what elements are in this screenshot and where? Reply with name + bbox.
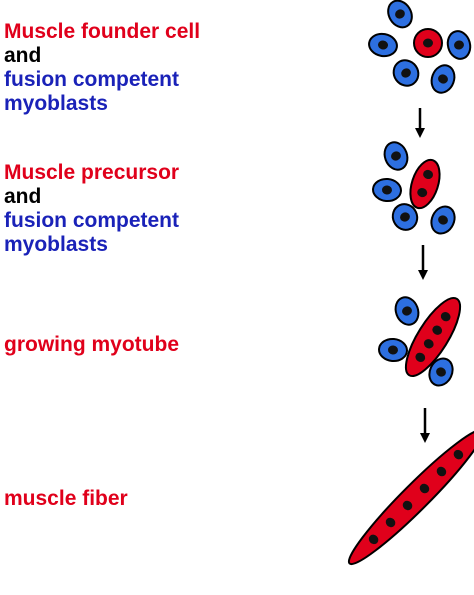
- stage-2-line-4: myoblasts: [4, 233, 108, 256]
- myoblast-cell: [391, 203, 419, 231]
- myoblast-cell: [430, 64, 456, 94]
- stage-2-line-3: fusion competent: [4, 209, 180, 232]
- stage-1-line-3: fusion competent: [4, 68, 180, 91]
- stage-4-line-1: muscle fiber: [4, 487, 128, 510]
- stage-2-line-1: Muscle precursor: [4, 161, 180, 184]
- stage-1-label: Muscle founder cell and fusion competent…: [4, 20, 200, 116]
- stage-3-line-1: growing myotube: [4, 333, 179, 356]
- stage-1-line-4: myoblasts: [4, 92, 108, 115]
- stage-1-line-2: and: [4, 44, 42, 67]
- myoblast-cell: [430, 205, 456, 235]
- myoblast-cell: [378, 337, 408, 363]
- myoblast-cell: [383, 141, 409, 171]
- stage-3-cells: [378, 296, 462, 387]
- myoblast-cell: [392, 59, 420, 87]
- founder-cell: [413, 28, 443, 58]
- myotube-cell: [404, 297, 462, 377]
- myoblast-cell: [394, 296, 420, 326]
- stage-2-cells: [372, 141, 456, 235]
- myoblast-cell: [387, 0, 413, 29]
- stage-1-line-1: Muscle founder cell: [4, 20, 201, 43]
- myoblast-cell: [446, 30, 472, 60]
- precursor-cell: [409, 158, 441, 210]
- myoblast-cell: [368, 32, 398, 58]
- stage-3-label: growing myotube: [4, 333, 179, 357]
- stage-2-line-2: and: [4, 185, 42, 208]
- muscle-fiber-cell: [347, 428, 474, 566]
- stage-1-cells: [368, 0, 472, 94]
- stage-2-label: Muscle precursor and fusion competent my…: [4, 161, 179, 257]
- stage-4-label: muscle fiber: [4, 487, 128, 511]
- myoblast-cell: [428, 357, 454, 387]
- myoblast-cell: [372, 177, 402, 203]
